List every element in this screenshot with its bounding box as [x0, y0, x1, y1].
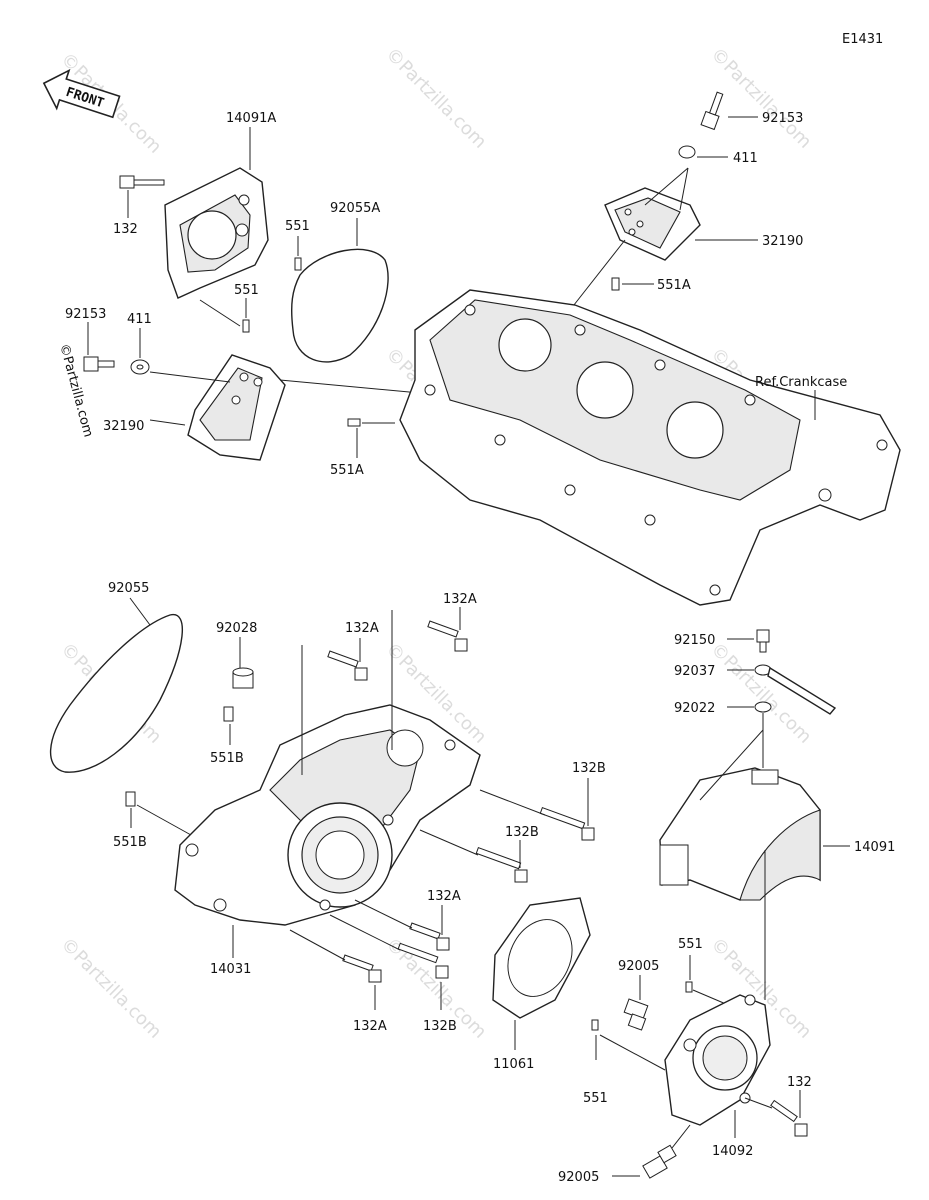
- callout-411-left: 411: [127, 312, 152, 327]
- front-arrow-icon: FRONT: [42, 68, 121, 119]
- bolt-92153-right: [700, 91, 724, 131]
- callout-92153-left: 92153: [65, 307, 106, 322]
- watermark: ©Partzilla.com: [381, 44, 490, 153]
- callout-32190-right: 32190: [762, 234, 803, 249]
- dowel-551-d: [591, 1019, 599, 1031]
- callout-132-top: 132: [113, 222, 138, 237]
- bolt-132-bottom: [770, 1099, 808, 1137]
- bolt-92153-left: [83, 356, 115, 372]
- bracket-32190-right: [604, 187, 701, 261]
- callout-11061: 11061: [493, 1057, 534, 1072]
- callout-14091a: 14091A: [226, 111, 276, 126]
- bolt-132b-2: [475, 847, 528, 883]
- watermark: ©Partzilla.com: [56, 934, 165, 1043]
- oring-92055a: [291, 248, 389, 363]
- callout-14031: 14031: [210, 962, 251, 977]
- callout-551-b: 551: [234, 283, 259, 298]
- bolt-132a-4: [342, 954, 382, 983]
- callout-92028: 92028: [216, 621, 257, 636]
- callout-132b-3: 132B: [423, 1019, 457, 1034]
- bolt-132a-3: [409, 922, 450, 951]
- strap-92037: [754, 664, 837, 715]
- cover-14092: [664, 994, 771, 1126]
- oring-92055: [49, 614, 183, 773]
- dowel-551a-right: [611, 277, 620, 291]
- callout-132a-3: 132A: [427, 889, 461, 904]
- bolt-132-top: [119, 175, 165, 189]
- callout-92055a: 92055A: [330, 201, 380, 216]
- bolt-132a-1: [327, 650, 368, 681]
- washer-92022: [754, 701, 772, 713]
- callout-551-c: 551: [678, 937, 703, 952]
- callout-551b-1: 551B: [210, 751, 244, 766]
- dowel-551a-left: [347, 418, 361, 427]
- callout-92022: 92022: [674, 701, 715, 716]
- callout-92037: 92037: [674, 664, 715, 679]
- callout-551-a: 551: [285, 219, 310, 234]
- dowel-551b-2: [125, 791, 136, 807]
- dowel-551b-1: [223, 706, 234, 722]
- bolt-92150: [756, 629, 770, 653]
- cover-14091a: [164, 167, 269, 299]
- bolt-132a-2: [427, 620, 468, 652]
- watermark: ©Partzilla.com: [706, 44, 815, 153]
- housing-14031: [174, 704, 481, 926]
- fitting-92005-a: [623, 998, 649, 1031]
- callout-32190-left: 32190: [103, 419, 144, 434]
- callout-132b-1: 132B: [572, 761, 606, 776]
- bracket-32190-left: [187, 354, 286, 461]
- washer-411-right: [678, 145, 696, 159]
- dowel-551: [294, 257, 302, 271]
- bolt-132b-3: [397, 942, 449, 979]
- callout-92153-right: 92153: [762, 111, 803, 126]
- callout-132a-2: 132A: [443, 592, 477, 607]
- callout-411-right: 411: [733, 151, 758, 166]
- callout-551a-left: 551A: [330, 463, 364, 478]
- diagram-code: E1431: [842, 32, 883, 47]
- dowel-551-c: [685, 981, 693, 993]
- bushing-92028: [232, 667, 254, 689]
- callout-92055: 92055: [108, 581, 149, 596]
- fitting-92005-b: [642, 1144, 677, 1179]
- callout-14091: 14091: [854, 840, 895, 855]
- callout-551b-2: 551B: [113, 835, 147, 850]
- bolt-132b-1: [539, 807, 595, 841]
- callout-551a-right: 551A: [657, 278, 691, 293]
- callout-92005-b: 92005: [558, 1170, 599, 1185]
- ref-crankcase-label: Ref.Crankcase: [755, 375, 847, 390]
- callout-92005-a: 92005: [618, 959, 659, 974]
- callout-551-d: 551: [583, 1091, 608, 1106]
- callout-132a-4: 132A: [353, 1019, 387, 1034]
- callout-132b-2: 132B: [505, 825, 539, 840]
- crankcase-reference: [399, 289, 901, 606]
- dowel-551: [242, 319, 250, 333]
- callout-132-bottom: 132: [787, 1075, 812, 1090]
- gasket-11061: [492, 897, 591, 1019]
- callout-14092: 14092: [712, 1144, 753, 1159]
- callout-92150: 92150: [674, 633, 715, 648]
- callout-132a-1: 132A: [345, 621, 379, 636]
- cover-14091: [659, 767, 821, 901]
